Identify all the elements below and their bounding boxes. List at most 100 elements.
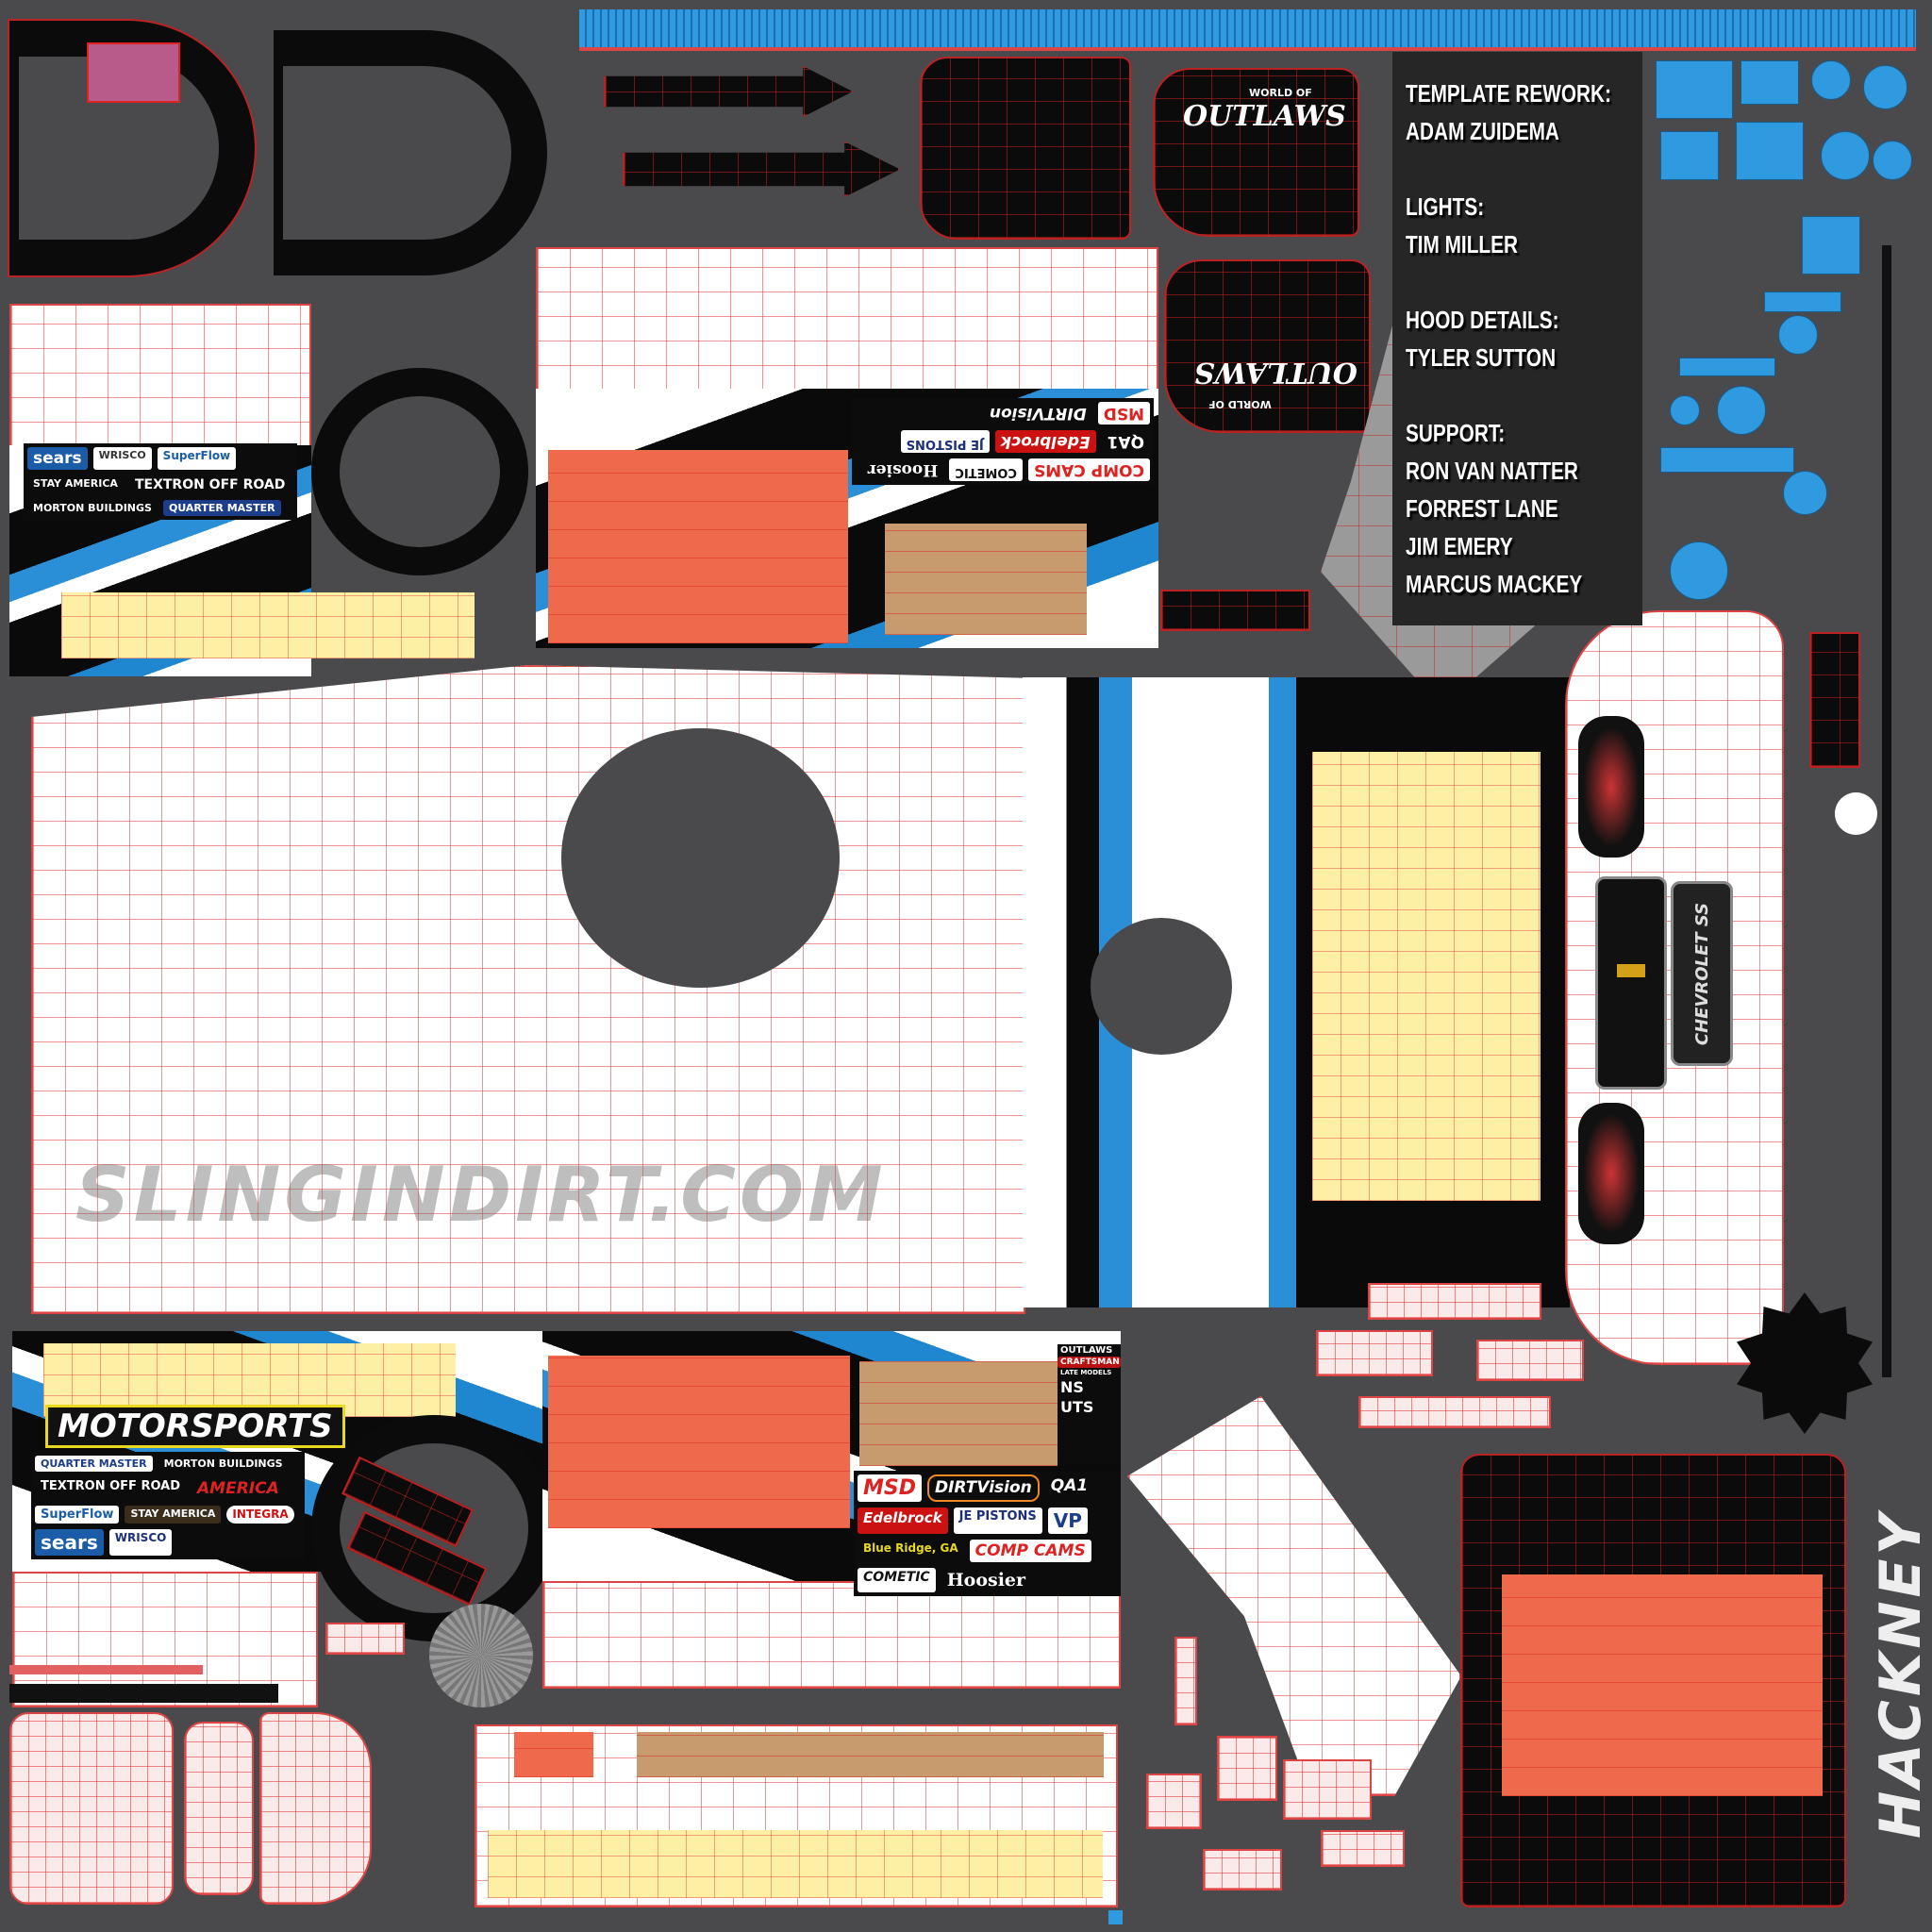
headlight-icon [1578,1103,1644,1244]
sponsor-qa1: QA1 [1050,1476,1089,1495]
sponsor-ns: NS [1060,1378,1084,1396]
fragment [1283,1759,1372,1820]
blue-ridge-text: Blue Ridge, GA [863,1541,958,1555]
outlaws-world-of: WORLD OF [1208,398,1272,410]
sponsor-je: JE PISTONS [900,430,990,453]
watermark: SLINGINDIRT.COM [75,1151,887,1239]
fragment [1358,1396,1551,1428]
credit-name: JIM EMERY [1406,532,1513,560]
sponsor-late-models: LATE MODELS [1060,1369,1112,1376]
small-part [1809,632,1860,768]
fragment [1146,1774,1202,1829]
fragment [325,1623,405,1655]
fragment [1316,1330,1433,1376]
fragment [1368,1283,1541,1320]
inner-fender-piece [1127,1396,1461,1796]
outlaws-world-of: WORLD OF [1249,87,1312,99]
bumper-name-mask [637,1732,1104,1777]
fragment [1476,1340,1584,1381]
spare-part [1679,358,1775,376]
chevrolet-ss-text: CHEVROLET SS [1692,902,1712,1046]
top-strip [579,9,1916,51]
sponsor-hoosier: Hoosier [867,460,939,479]
red-strip [9,1665,203,1674]
sponsor-comp: COMP CAMS [969,1540,1091,1562]
spare-part [1783,471,1827,515]
credits-box: TEMPLATE REWORK: ADAM ZUIDEMA LIGHTS: TI… [1392,52,1642,625]
credit-name: MARCUS MACKEY [1406,570,1583,598]
sponsor-quarter-master: QUARTER MASTER [35,1456,153,1472]
bottom-left-part [259,1712,372,1905]
headlight-icon [1578,716,1644,858]
credit-name: RON VAN NATTER [1406,457,1578,485]
spare-part [1670,541,1728,600]
spare-part [1736,122,1804,180]
sponsor-morton: MORTON BUILDINGS [163,1457,283,1470]
bottom-left-part [9,1712,174,1905]
small-decal [87,42,180,103]
spare-part [1821,131,1870,180]
credit-label: LIGHTS: [1406,192,1485,221]
sponsor-edelbrock: Edelbrock [994,430,1096,453]
sponsor-comp: COMP CAMS [1027,458,1150,481]
sponsor-sears: sears [35,1529,104,1556]
sponsor-je: JE PISTONS [953,1507,1042,1534]
fragment [1217,1736,1277,1801]
credit-name: TYLER SUTTON [1406,343,1557,372]
spare-part [1811,60,1851,100]
wheel-well-upper-left [311,368,528,575]
black-strip [9,1684,278,1703]
sponsor-uts: UTS [1060,1398,1094,1416]
rear-number-mask [1502,1574,1823,1796]
hood-number-mask [1312,752,1541,1201]
spare-part [1863,65,1907,109]
number-mask-orange [548,1356,850,1528]
small-circle [1835,792,1877,835]
sponsor-wrisco: WRISCO [92,447,152,470]
sponsor-vp: VP [1047,1507,1088,1534]
name-mask-tan [859,1361,1058,1466]
sponsor-craftsman: CRAFTSMAN [1058,1357,1121,1368]
sponsor-dirtvision: DIRTVision [927,1474,1040,1502]
outlaws-panel: WORLD OF OUTLAWS [1153,68,1359,237]
spare-part [1656,60,1733,119]
spare-part [1717,386,1766,435]
sponsor-cometic: COMETIC [949,458,1023,481]
sponsor-america: AMERICA [197,1479,279,1498]
sponsor-qa1: QA1 [1107,432,1144,451]
sponsor-quarter-master: QUARTER MASTER [162,500,281,516]
credit-label: TEMPLATE REWORK: [1406,79,1611,108]
sponsor-wrisco: WRISCO [108,1529,173,1556]
number-mask-yellow [61,592,475,658]
outlaws-badge: OUTLAWS CRAFTSMAN LATE MODELS NS UTS [1058,1344,1121,1463]
hood-circle [1091,918,1232,1055]
credit-name: FORREST LANE [1406,494,1558,523]
sponsor-morton: MORTON BUILDINGS [33,502,152,514]
bumper-yellow-mask [488,1830,1103,1898]
spare-part [1778,315,1818,355]
sponsor-textron: TEXTRON OFF ROAD [134,477,286,492]
grille-badge: CHEVROLET SS [1671,881,1733,1066]
sponsor-cluster: MSD DIRTVision QA1 Edelbrock JE PISTONS … [854,1471,1121,1596]
rear-bumper-panel [475,1724,1118,1907]
spare-part [1670,395,1700,425]
sponsor-superflow: SuperFlow [157,447,237,470]
spare-parts [1651,56,1915,603]
fragment [1203,1849,1282,1890]
fragment [1174,1637,1197,1725]
sponsor-stay-america: STAY AMERICA [33,477,118,490]
sponsor-cluster: sears WRISCO SuperFlow STAY AMERICA TEXT… [24,443,297,520]
sponsor-sears: sears [27,447,88,470]
sponsor-msd: MSD [858,1474,922,1502]
number-mask-orange [548,450,848,643]
bumper-number-mask [514,1732,593,1777]
blue-marker [1108,1910,1123,1924]
left-side-panel-lower: MOTORSPORTS QUARTER MASTER MORTON BUILDI… [12,1331,542,1707]
arrow-piece [604,66,853,117]
credit-label: SUPPORT: [1406,419,1506,447]
credit-label: HOOD DETAILS: [1406,306,1559,334]
driver-name-vertical: HACKNEY [1868,1510,1932,1839]
sponsor-integra: INTEGRA [226,1506,294,1524]
spare-part [1873,141,1912,180]
fragment [1321,1830,1405,1867]
